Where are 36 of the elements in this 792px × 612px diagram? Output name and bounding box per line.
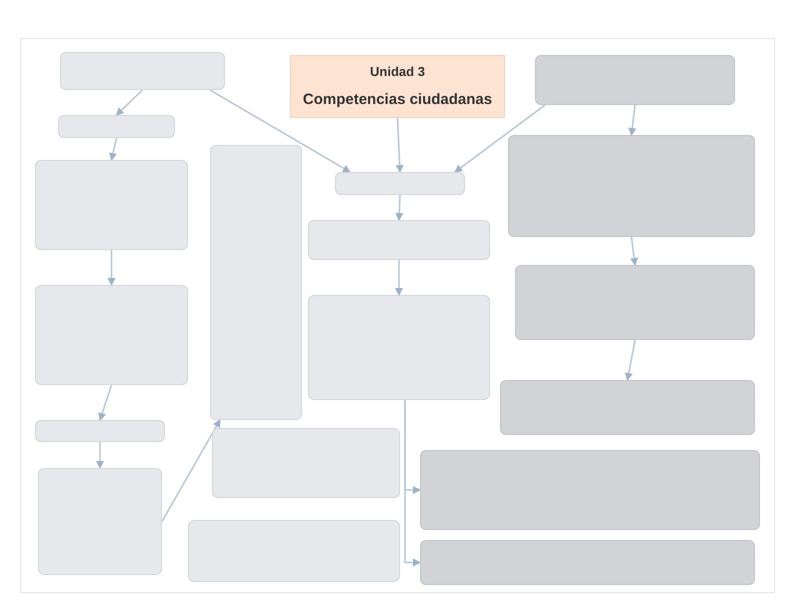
connector-arrow [210, 89, 351, 173]
title-text: Competencias ciudadanas [302, 90, 492, 110]
connector-arrow [395, 194, 404, 221]
text-box [420, 450, 760, 530]
connector-arrow [628, 104, 636, 136]
text-box [308, 220, 490, 260]
text-box [210, 145, 302, 420]
text-box [500, 380, 755, 435]
text-box [35, 420, 165, 442]
connector-arrow [108, 250, 116, 286]
text-box [308, 295, 490, 400]
text-box [515, 265, 755, 340]
text-box [212, 428, 400, 498]
text-box [35, 160, 188, 250]
connector-arrow [395, 260, 403, 296]
connector-arrow [454, 104, 546, 173]
text-box [38, 468, 162, 575]
text-box [35, 285, 188, 385]
text-box [535, 55, 735, 105]
text-box [60, 52, 225, 90]
text-box [58, 115, 175, 138]
connector-arrow [396, 118, 404, 173]
connector-arrow [109, 138, 118, 161]
connector-arrow [161, 419, 221, 522]
connector-arrow [404, 400, 421, 566]
connector-arrow [116, 89, 144, 116]
title-box [290, 55, 505, 118]
text-box [508, 135, 755, 237]
text-box [420, 540, 755, 585]
text-box [188, 520, 400, 582]
connector-arrow [98, 384, 112, 421]
unit-label: Unidad 3 [370, 62, 425, 80]
connector-arrow [96, 442, 104, 469]
connector-arrow [630, 236, 638, 266]
text-box [335, 172, 465, 195]
connector-arrow [624, 340, 636, 381]
